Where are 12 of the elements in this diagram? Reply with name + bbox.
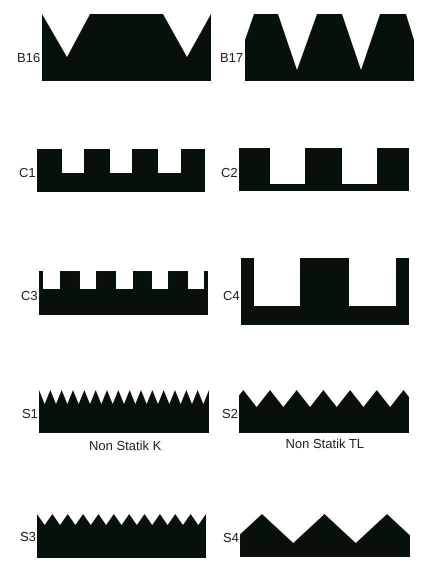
profile-code: B16 <box>17 50 40 64</box>
profile-code: S4 <box>223 530 239 544</box>
profile-code: C2 <box>221 166 238 178</box>
profile-code: S1 <box>22 406 38 420</box>
profile-caption: Non Statik K <box>89 438 162 452</box>
profile-code: S2 <box>222 406 238 420</box>
profile-code: B17 <box>220 50 244 64</box>
profile-caption: Non Statik TL <box>286 436 364 450</box>
profile-code: C1 <box>19 166 36 178</box>
profile-code: C4 <box>223 288 240 302</box>
profile-code: C3 <box>21 288 38 302</box>
profile-code: S3 <box>20 530 36 542</box>
